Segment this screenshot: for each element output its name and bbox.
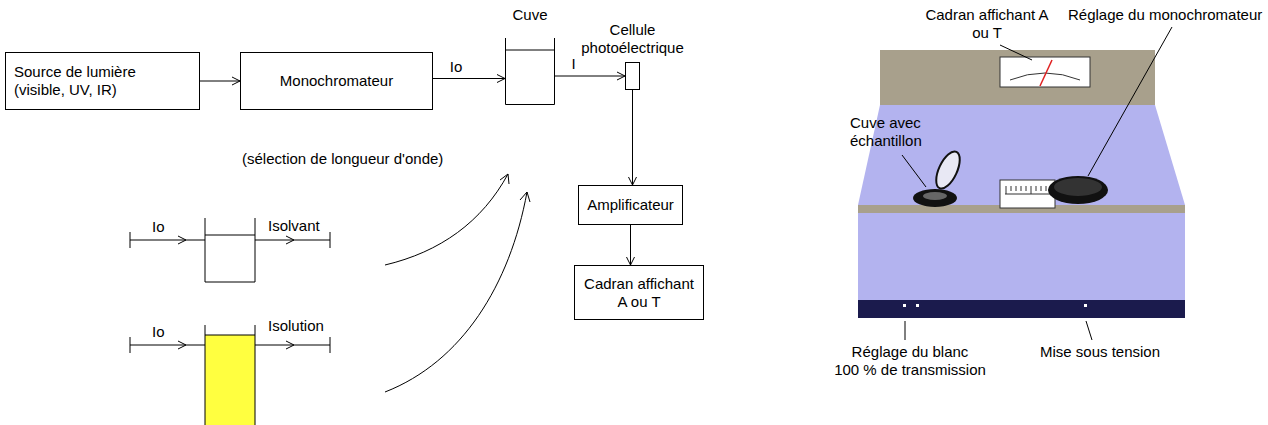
edge-label: I <box>570 56 576 73</box>
monochromator-box: Monochromateur <box>240 52 433 110</box>
annotation-label: 100 % de transmission <box>825 361 995 379</box>
connector-arrow <box>629 90 637 185</box>
spectrophotometer <box>1016 186 1017 191</box>
solvent-cuvette-sketch <box>130 218 330 282</box>
node-text: Cuve <box>512 6 547 24</box>
spectrophotometer <box>923 192 947 200</box>
spectrophotometer <box>1021 186 1022 191</box>
spectrophotometer <box>1046 186 1047 191</box>
solution-cuvette-sketch <box>205 335 255 336</box>
annotation-label: Isolution <box>268 317 324 335</box>
spectrophotometer <box>880 50 1155 105</box>
solution-cuvette-sketch <box>178 341 186 349</box>
spectrophotometer <box>903 304 906 307</box>
solvent-cuvette-sketch <box>178 236 186 244</box>
solvent-cuvette-sketch <box>330 232 331 248</box>
solution-cuvette-sketch <box>130 345 205 346</box>
connector-arrow <box>627 225 635 265</box>
leader-lines <box>902 27 1172 340</box>
spectrophotometer <box>858 300 1185 318</box>
solvent-cuvette-sketch <box>286 236 294 244</box>
spectrophotometer <box>1011 186 1012 191</box>
annotation-label: Io <box>152 323 165 341</box>
spectrophotometer <box>1000 180 1055 208</box>
curved-arrows <box>520 192 530 202</box>
spectrophotometer <box>1026 186 1027 191</box>
spectrophotometer <box>1006 186 1007 194</box>
solvent-cuvette-sketch <box>205 218 255 282</box>
display-box: Cadran affichant A ou T <box>574 265 704 320</box>
node-text: Cadran affichant A ou T <box>583 275 695 311</box>
spectrophotometer <box>1054 178 1102 196</box>
cuvette-outline <box>506 38 555 105</box>
spectrophotometer <box>1041 186 1042 191</box>
spectrophotometer <box>1048 176 1108 204</box>
annotation-label: Réglage du blanc <box>825 343 995 361</box>
leader-lines <box>905 321 906 340</box>
connector-arrow <box>627 257 635 265</box>
connector-arrow <box>497 75 505 83</box>
node-text: Cellule photoélectrique <box>573 21 693 57</box>
curved-arrows <box>385 174 530 392</box>
amplifier-box: Amplificateur <box>578 185 683 225</box>
annotation-label: Isolvant <box>268 217 320 235</box>
annotation-label: Cuve avec échantillon <box>850 114 945 150</box>
connector-arrow <box>433 75 505 83</box>
spectrophotometer <box>1005 194 1050 195</box>
spectrophotometer <box>1000 57 1090 87</box>
curved-arrows <box>500 174 509 184</box>
connector-arrow <box>200 77 240 85</box>
spectrophotometer <box>916 304 919 307</box>
spectrophotometer <box>1040 60 1052 86</box>
spectrophotometer <box>858 213 1185 300</box>
spectrophotometer <box>913 189 957 207</box>
photocell: Cellule photoélectrique <box>625 62 640 90</box>
spectrophotometer <box>1006 186 1051 194</box>
connector-arrow <box>555 76 625 77</box>
solution-cuvette-sketch <box>330 337 331 353</box>
solution-cuvette-sketch <box>255 325 256 425</box>
cuvette: Cuve <box>505 38 555 105</box>
node-text: Source de lumière (visible, UV, IR) <box>14 63 164 99</box>
solution-cuvette-sketch <box>205 335 255 425</box>
connector-arrow <box>433 78 505 79</box>
connector-arrow <box>232 77 240 85</box>
solution-cuvette-sketch <box>286 341 294 349</box>
cuvette-outline <box>505 50 555 51</box>
connector-arrow <box>629 177 637 185</box>
node-text: Monochromateur <box>280 72 393 90</box>
spectrophotometer <box>1084 304 1087 307</box>
connector-arrow <box>555 72 625 80</box>
solvent-cuvette-sketch <box>130 240 205 241</box>
solvent-cuvette-sketch <box>205 235 255 236</box>
connector-arrow <box>630 225 631 265</box>
edge-label: Io <box>449 59 464 76</box>
source-box: Source de lumière (visible, UV, IR) <box>5 52 200 110</box>
annotation-label: Cadran affichant A ou T <box>925 6 1049 42</box>
leader-lines <box>1088 27 1172 176</box>
connector-arrow <box>632 90 633 185</box>
curved-arrows <box>385 174 508 265</box>
cuvette-outline <box>505 38 555 105</box>
annotation-label: (sélection de longueur d'onde) <box>242 150 443 168</box>
solution-cuvette-sketch <box>205 325 206 425</box>
leader-lines <box>1086 321 1092 340</box>
spectrophotometer <box>1036 186 1037 191</box>
annotation-label: Mise sous tension <box>1030 343 1170 361</box>
curved-arrows <box>385 192 527 392</box>
connector-arrow <box>617 72 625 80</box>
node-text: Amplificateur <box>587 196 674 214</box>
spectrophotometer <box>931 148 964 192</box>
spectrophotometer <box>1031 186 1032 194</box>
connector-arrow <box>200 81 240 82</box>
annotation-label: Réglage du monochromateur <box>1068 6 1262 24</box>
leader-lines <box>902 155 926 187</box>
annotation-label: Io <box>152 218 165 236</box>
leader-lines <box>1000 45 1032 60</box>
